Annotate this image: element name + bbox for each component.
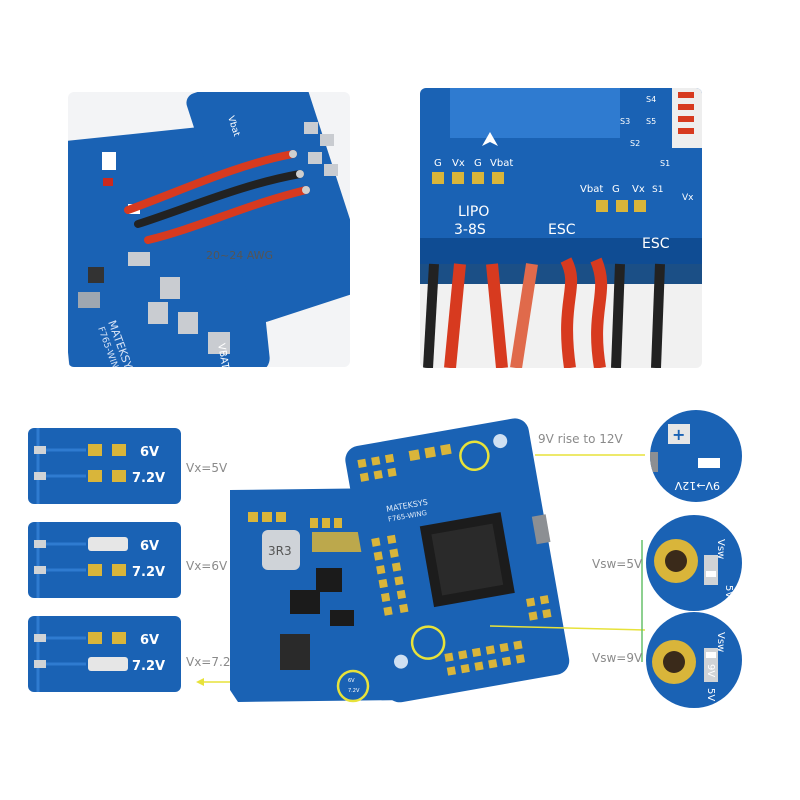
highlight-circle-jumper xyxy=(336,669,370,703)
cells-label: 3-8S xyxy=(454,222,486,238)
pdb-board-right: Vbat xyxy=(186,92,350,323)
pad-label-vx: Vx xyxy=(452,158,465,169)
rise-label: 9V rise to 12V xyxy=(538,432,623,446)
pad-label-s1: S1 xyxy=(652,185,663,195)
jumper-72v-label: 7.2V xyxy=(132,659,165,674)
closeup-5v-text-2: 5V xyxy=(705,688,716,701)
inductor-label: 3R3 xyxy=(268,544,292,558)
fc-board: MATEKSYS F765-WING xyxy=(345,418,570,703)
highlight-circle-fc-top xyxy=(459,440,490,472)
photo-wiring-closeup: MATEKSYS F765-WING VBAT Vbat xyxy=(68,92,350,367)
center-boards-illustration: 3R3 6V 7.2V MATEKSYS xyxy=(196,418,646,703)
caption-vx6: Vx=6V xyxy=(186,559,228,573)
pad-label-g: G xyxy=(434,158,442,169)
callout-line-vsw xyxy=(489,625,646,631)
servo-s4: S4 xyxy=(646,95,656,104)
servo-s2: S2 xyxy=(630,139,640,148)
jumper-6v-label: 6V xyxy=(140,539,159,554)
vsw5-label: Vsw=5V xyxy=(592,557,643,571)
inductor xyxy=(262,530,300,570)
power-wires xyxy=(420,257,702,368)
svg-text:+: + xyxy=(672,425,685,444)
closeup-9v-text: 9V xyxy=(705,664,716,677)
vsw9-label: Vsw=9V xyxy=(592,651,643,665)
servo-header: S4 S3 S5 S2 S1 xyxy=(620,88,702,168)
arrow-icon xyxy=(482,132,498,146)
small-6v: 6V xyxy=(348,678,355,684)
usb-connector xyxy=(531,514,551,545)
closeup-vsw-text: Vsw xyxy=(715,539,726,559)
jumper-6v-label: 6V xyxy=(140,445,159,460)
pad-label-vbat-r: Vbat xyxy=(580,184,603,195)
pad-label-vbat: Vbat xyxy=(490,158,513,169)
esc-label-1: ESC xyxy=(548,222,576,238)
jumper-panel-72v: 6V 7.2V xyxy=(28,616,181,692)
closeup-5v-text: 5V xyxy=(723,585,734,598)
jumper-72v-label: 7.2V xyxy=(132,565,165,580)
caption-vx72: Vx=7.2V xyxy=(186,655,239,669)
power-pads-illustration: G Vx G Vbat Vbat G Vx S1 xyxy=(420,88,702,368)
highlight-circle-fc-bottom xyxy=(410,625,446,660)
pad-label-g-r: G xyxy=(612,184,620,195)
wiring-illustration: MATEKSYS F765-WING VBAT Vbat xyxy=(68,92,350,367)
lipo-label: LIPO xyxy=(458,204,489,220)
closeup-vsw-9v: Vsw 9V 5V xyxy=(646,612,742,708)
photo-power-pads: G Vx G Vbat Vbat G Vx S1 xyxy=(420,88,702,368)
wires xyxy=(124,150,310,244)
esc-label-2: ESC xyxy=(642,236,670,252)
small-72v: 7.2V xyxy=(348,688,360,694)
closeup-top-text: 9V→12V xyxy=(674,479,720,492)
servo-s1: S1 xyxy=(660,159,670,168)
closeup-vsw-5v: Vsw 5V xyxy=(646,515,742,611)
pad-label-vx-r: Vx xyxy=(632,184,645,195)
pads-left: G Vx G Vbat xyxy=(432,158,513,184)
pads-right: Vbat G Vx S1 xyxy=(580,184,663,212)
wire-gauge-label: 20~24 AWG xyxy=(206,249,274,262)
servo-s3: S3 xyxy=(620,117,630,126)
jumper-72v-label: 7.2V xyxy=(132,471,165,486)
silk-vbat: VBAT xyxy=(215,343,230,367)
caption-vx5: Vx=5V xyxy=(186,461,228,475)
servo-s5: S5 xyxy=(646,117,656,126)
closeup-vsw-text-2: Vsw xyxy=(715,632,726,652)
jumper-6v-label: 6V xyxy=(140,633,159,648)
closeup-jumper-12v: + 9V→12V xyxy=(650,410,742,502)
regulator-ic xyxy=(280,634,310,670)
jumper-panel-5v: 6V 7.2V xyxy=(28,428,181,504)
pad-label-g2: G xyxy=(474,158,482,169)
jumper-panel-6v: 6V 7.2V xyxy=(28,522,181,598)
vx-label: Vx xyxy=(682,193,694,203)
